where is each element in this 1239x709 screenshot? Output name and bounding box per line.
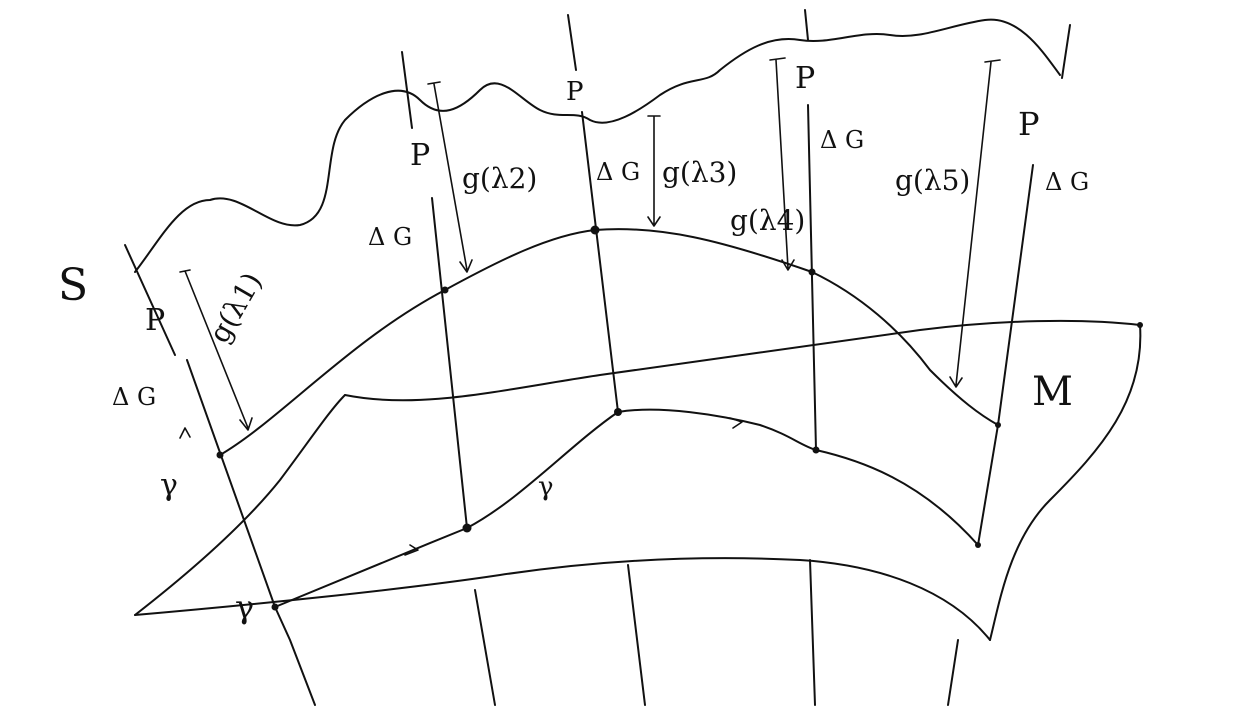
point-lift-5 — [995, 422, 1001, 428]
base-curve-gamma — [275, 528, 467, 607]
point-lift-2 — [442, 287, 449, 294]
label-p-5: P — [1018, 105, 1040, 143]
label-delta-g-2: Δ G — [368, 223, 412, 251]
label-g-lambda-3: g(λ3) — [662, 156, 737, 189]
point-base-1 — [272, 604, 279, 611]
label-g-lambda-2: g(λ2) — [462, 162, 537, 195]
gamma-lift-arrow — [180, 428, 190, 438]
label-g-lambda-1: g(λ1) — [202, 267, 268, 349]
label-delta-g-4: Δ G — [820, 126, 864, 154]
point-mid-3 — [975, 542, 981, 548]
label-delta-g-3: Δ G — [596, 158, 640, 186]
g4-arrow — [770, 58, 794, 270]
label-delta-g-1: Δ G — [112, 383, 156, 411]
label-p-3: P — [566, 77, 584, 107]
manifold-m-far-edge — [345, 321, 1140, 400]
label-g-lambda-4: g(λ4) — [730, 204, 805, 237]
label-surface-s: S — [58, 260, 88, 311]
label-gamma-start: γ — [235, 588, 254, 626]
fiber-5 — [948, 25, 1070, 705]
label-p-4: P — [795, 61, 815, 96]
fiber-4 — [805, 10, 816, 705]
point-lift-1 — [217, 452, 224, 459]
label-gamma-lift: γ — [160, 468, 178, 503]
point-mid-1 — [614, 408, 622, 416]
point-lift-3 — [591, 226, 600, 235]
label-p-2: P — [410, 138, 430, 173]
point-lift-4 — [809, 269, 816, 276]
label-p-1: P — [145, 303, 165, 338]
point-mid-2 — [813, 447, 820, 454]
g3-arrow — [648, 116, 660, 226]
label-delta-g-5: Δ G — [1045, 168, 1089, 196]
label-g-lambda-5: g(λ5) — [895, 164, 970, 197]
label-manifold-m: M — [1032, 369, 1073, 415]
point-far-edge — [1137, 322, 1143, 328]
g5-arrow — [950, 60, 1000, 387]
manifold-m-near-edge — [135, 558, 990, 640]
point-base-2 — [463, 524, 472, 533]
manifold-m-left-edge — [135, 395, 345, 615]
fiber-3 — [568, 15, 645, 705]
label-gamma-mid: γ — [538, 472, 554, 502]
